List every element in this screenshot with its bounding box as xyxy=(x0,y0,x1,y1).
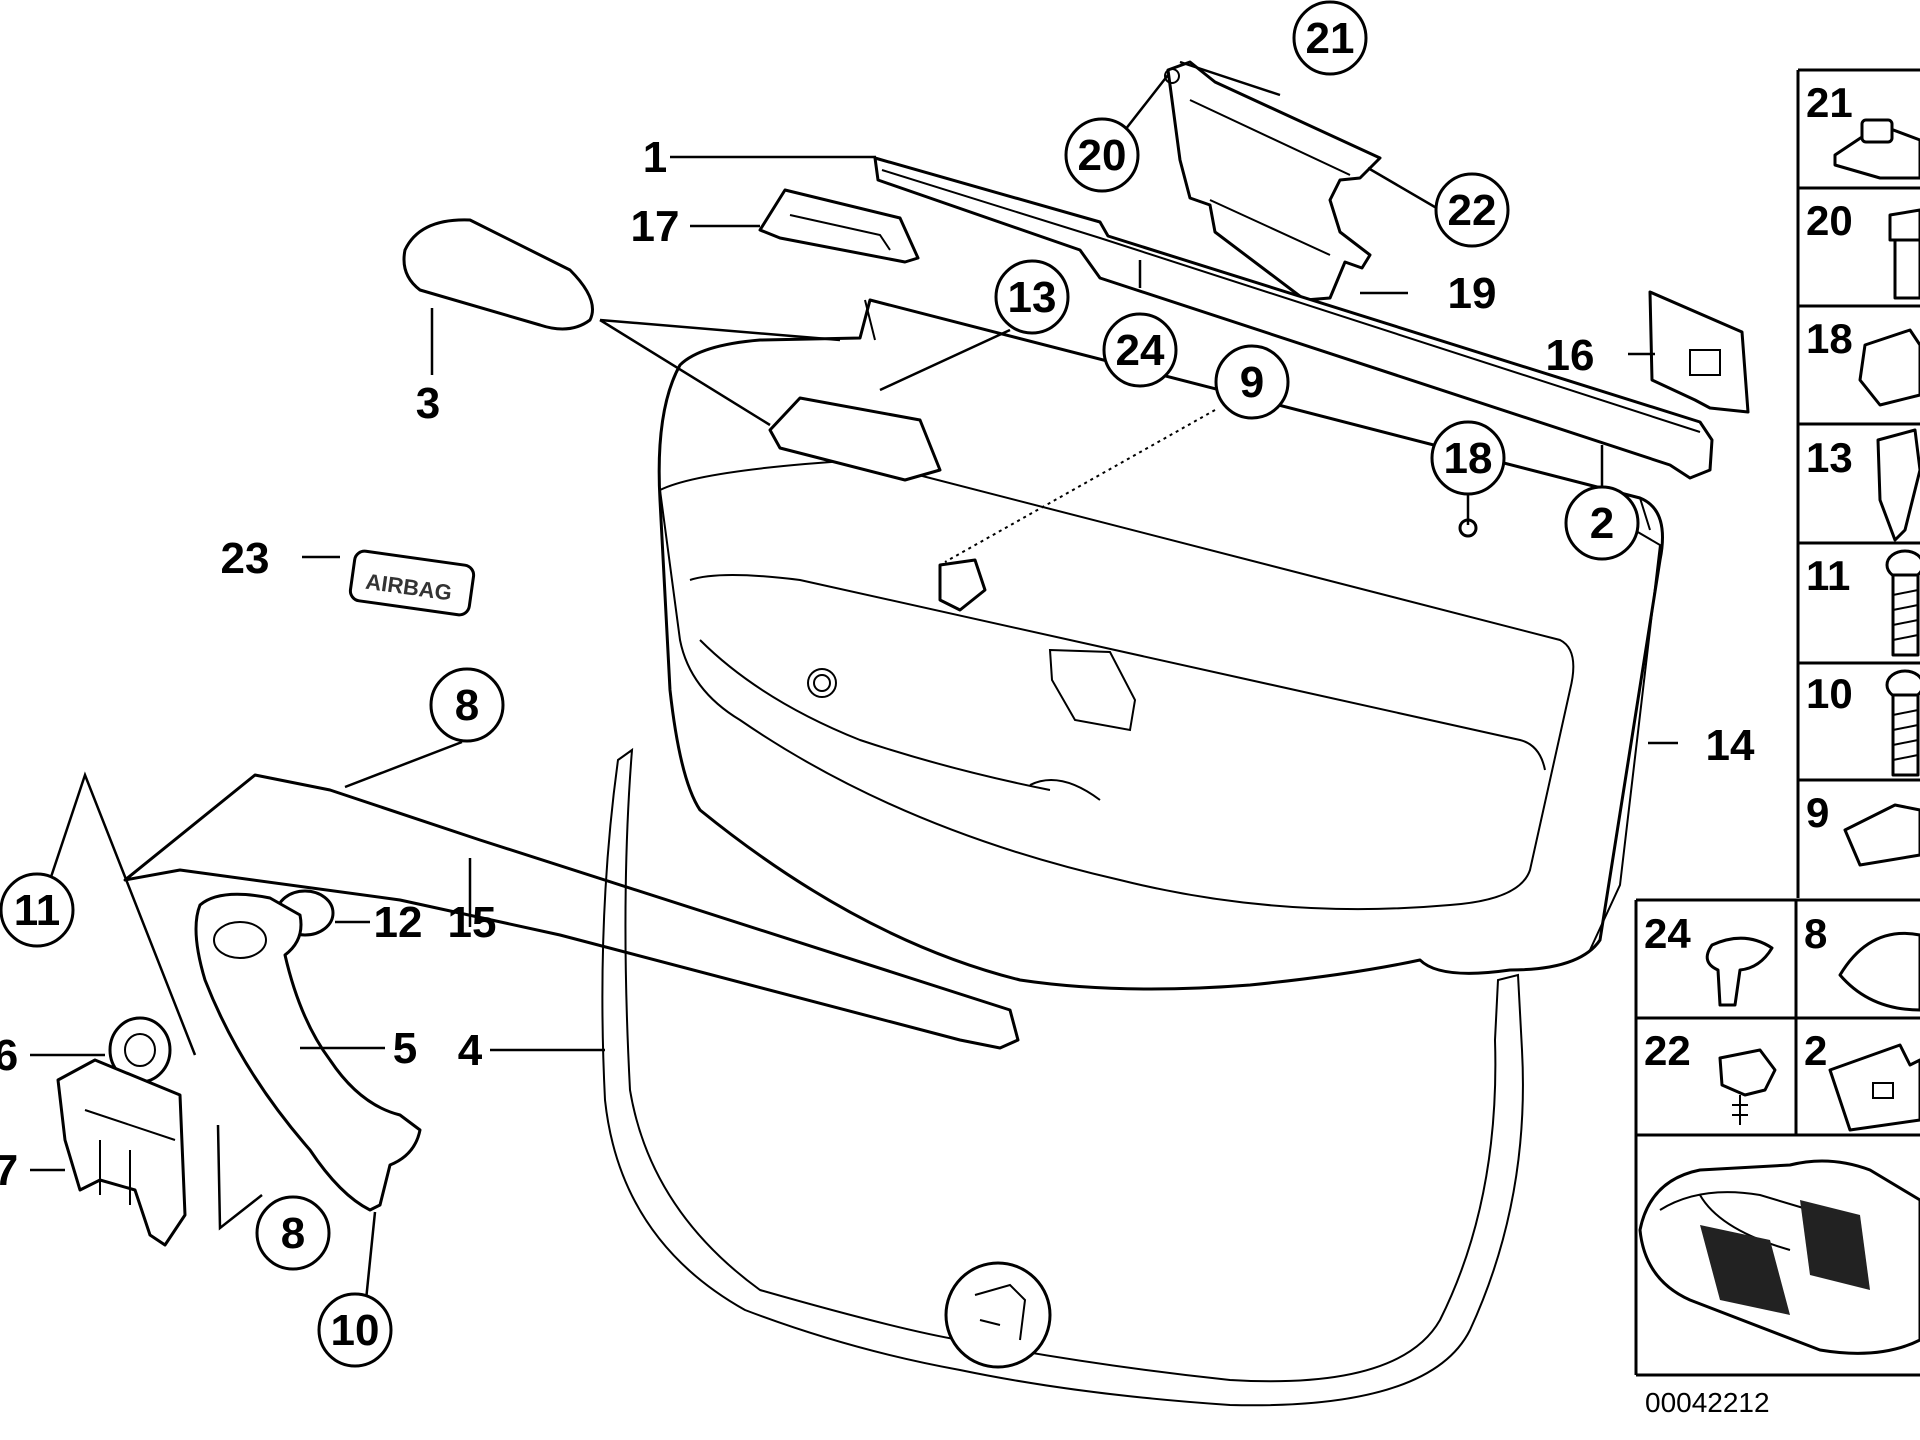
cell-label-9: 9 xyxy=(1806,789,1829,836)
svg-text:4: 4 xyxy=(458,1026,483,1075)
svg-text:24: 24 xyxy=(1116,326,1165,375)
svg-text:16: 16 xyxy=(1546,331,1595,380)
svg-text:12: 12 xyxy=(374,898,423,947)
airbag-emblem-part: AIRBAG xyxy=(348,549,476,617)
fastener-grid: 21 20 18 13 11 10 9 24 8 22 2 xyxy=(1634,68,1920,1377)
callout-19: 19 xyxy=(1448,269,1497,318)
callout-13: 13 xyxy=(994,259,1070,335)
bracket-7-part xyxy=(56,1058,187,1247)
svg-text:2: 2 xyxy=(1590,499,1614,548)
callout-9: 9 xyxy=(1214,344,1290,420)
callout-24: 24 xyxy=(1102,312,1178,388)
lower-trim-part xyxy=(123,773,1020,1050)
cell-label-18: 18 xyxy=(1806,315,1853,362)
callout-10: 10 xyxy=(317,1292,393,1368)
callout-17: 17 xyxy=(631,202,680,251)
svg-text:8: 8 xyxy=(281,1209,305,1258)
svg-text:19: 19 xyxy=(1448,269,1497,318)
callout-15: 15 xyxy=(448,898,497,947)
svg-text:13: 13 xyxy=(1008,273,1057,322)
cell-label-8: 8 xyxy=(1804,910,1827,957)
cell-label-24: 24 xyxy=(1644,910,1691,957)
cell-label-22: 22 xyxy=(1644,1027,1691,1074)
svg-text:11: 11 xyxy=(14,886,61,935)
callout-7: 7 xyxy=(0,1146,18,1195)
callout-12: 12 xyxy=(374,898,423,947)
svg-text:21: 21 xyxy=(1306,14,1355,63)
svg-text:3: 3 xyxy=(416,379,440,428)
armrest-handle-part xyxy=(194,892,422,1212)
svg-text:20: 20 xyxy=(1078,131,1127,180)
svg-text:17: 17 xyxy=(631,202,680,251)
cell-label-10: 10 xyxy=(1806,670,1853,717)
callout-23: 23 xyxy=(221,534,270,583)
seal-part xyxy=(601,747,1524,1407)
svg-text:14: 14 xyxy=(1706,721,1755,770)
car-thumbnail-icon xyxy=(1638,1159,1920,1355)
callout-14: 14 xyxy=(1706,721,1755,770)
leader-lines xyxy=(30,60,1678,1311)
cell-label-13: 13 xyxy=(1806,434,1853,481)
callout-8-bottom: 8 xyxy=(255,1195,331,1271)
clip-part xyxy=(1648,290,1750,414)
svg-text:8: 8 xyxy=(455,681,479,730)
svg-text:9: 9 xyxy=(1240,358,1264,407)
diagram-code: 00042212 xyxy=(1645,1387,1770,1418)
svg-text:18: 18 xyxy=(1444,434,1493,483)
callout-3: 3 xyxy=(416,379,440,428)
svg-text:10: 10 xyxy=(331,1306,380,1355)
callout-18: 18 xyxy=(1430,420,1506,496)
callout-11: 11 xyxy=(0,872,75,948)
speaker-grille-part xyxy=(402,218,594,331)
svg-text:5: 5 xyxy=(393,1024,417,1073)
svg-text:23: 23 xyxy=(221,534,270,583)
callout-8-top: 8 xyxy=(429,667,505,743)
door-panel-part xyxy=(657,298,1664,991)
cell-label-11: 11 xyxy=(1806,552,1850,599)
svg-text:1: 1 xyxy=(643,133,667,182)
svg-text:7: 7 xyxy=(0,1146,18,1195)
cell-label-21: 21 xyxy=(1806,79,1853,126)
callout-6: 6 xyxy=(0,1031,18,1080)
callout-16: 16 xyxy=(1546,331,1595,380)
cell-label-2: 2 xyxy=(1804,1027,1827,1074)
callout-4: 4 xyxy=(458,1026,483,1075)
callout-21: 21 xyxy=(1292,0,1368,76)
cell-label-20: 20 xyxy=(1806,197,1853,244)
svg-text:15: 15 xyxy=(448,898,497,947)
bracket-part xyxy=(1164,60,1382,302)
callout-2: 2 xyxy=(1564,485,1640,561)
svg-text:6: 6 xyxy=(0,1031,18,1080)
callout-5: 5 xyxy=(393,1024,417,1073)
callout-1: 1 xyxy=(643,133,667,182)
callout-20: 20 xyxy=(1064,117,1140,193)
callout-22: 22 xyxy=(1434,172,1510,248)
trim-strip-part xyxy=(873,156,1714,480)
svg-text:22: 22 xyxy=(1448,186,1497,235)
